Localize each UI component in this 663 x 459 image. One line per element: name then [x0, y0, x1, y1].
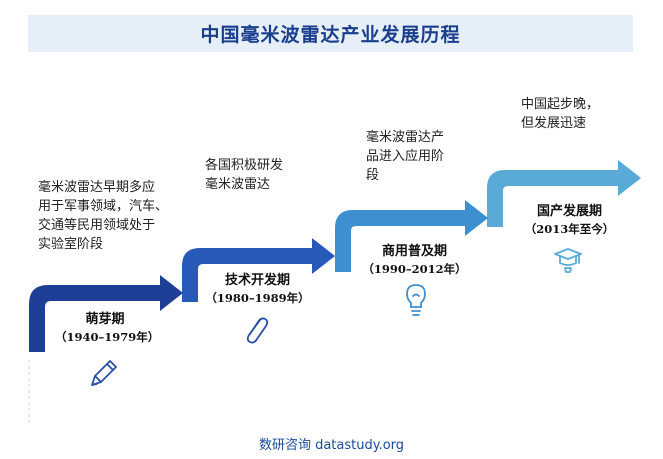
desc-line: 但发展迅速 [521, 116, 587, 131]
stair-segment-2 [182, 238, 335, 302]
pencil-icon [91, 360, 117, 386]
stage-3-name: 商用普及期 [381, 244, 447, 259]
stage-1-label: 萌芽期 （1940–1979年） [55, 311, 160, 346]
stage-2-years: （1980–1989年） [205, 291, 310, 305]
stair-segment-1 [29, 275, 183, 352]
stage-3-description: 毫米波雷达产 品进入应用阶 段 [366, 128, 444, 185]
stair-segment-3 [335, 200, 488, 272]
desc-line: 实验室阶段 [38, 237, 104, 252]
stage-1-years: （1940–1979年） [55, 330, 160, 344]
stage-2-label: 技术开发期 （1980–1989年） [200, 272, 315, 307]
lightbulb-icon [406, 284, 426, 316]
stage-4-name: 国产发展期 [536, 204, 602, 219]
title-banner: 中国毫米波雷达产业发展历程 [28, 15, 633, 52]
stage-1-name: 萌芽期 [85, 312, 125, 327]
desc-line: 交通等民用领域处于 [38, 218, 156, 233]
stage-4-years: （2013年至今） [524, 222, 615, 236]
footer-source: 数研咨询 datastudy.org [258, 438, 405, 453]
stage-4-label: 国产发展期 （2013年至今） [512, 203, 627, 238]
stage-4-description: 中国起步晚， 但发展迅速 [521, 95, 599, 133]
desc-line: 毫米波雷达 [205, 177, 271, 192]
stage-3-years: （1990–2012年） [362, 262, 467, 276]
desc-line: 段 [366, 168, 380, 183]
stage-3-label: 商用普及期 （1990–2012年） [357, 243, 472, 278]
stage-2-name: 技术开发期 [224, 273, 290, 288]
stage-2-description: 各国积极研发 毫米波雷达 [205, 156, 283, 194]
desc-line: 毫米波雷达产 [366, 130, 445, 145]
graduation-cap-icon [554, 248, 582, 273]
page-title: 中国毫米波雷达产业发展历程 [200, 24, 461, 46]
paperclip-icon [246, 317, 269, 344]
stair-segment-4 [487, 160, 641, 227]
desc-line: 用于军事领域，汽车、 [38, 199, 169, 214]
desc-line: 各国积极研发 [205, 158, 284, 173]
desc-line: 品进入应用阶 [366, 149, 445, 164]
desc-line: 中国起步晚， [521, 97, 600, 112]
stage-1-description: 毫米波雷达早期多应 用于军事领域，汽车、 交通等民用领域处于 实验室阶段 [38, 178, 168, 254]
desc-line: 毫米波雷达早期多应 [38, 180, 156, 195]
